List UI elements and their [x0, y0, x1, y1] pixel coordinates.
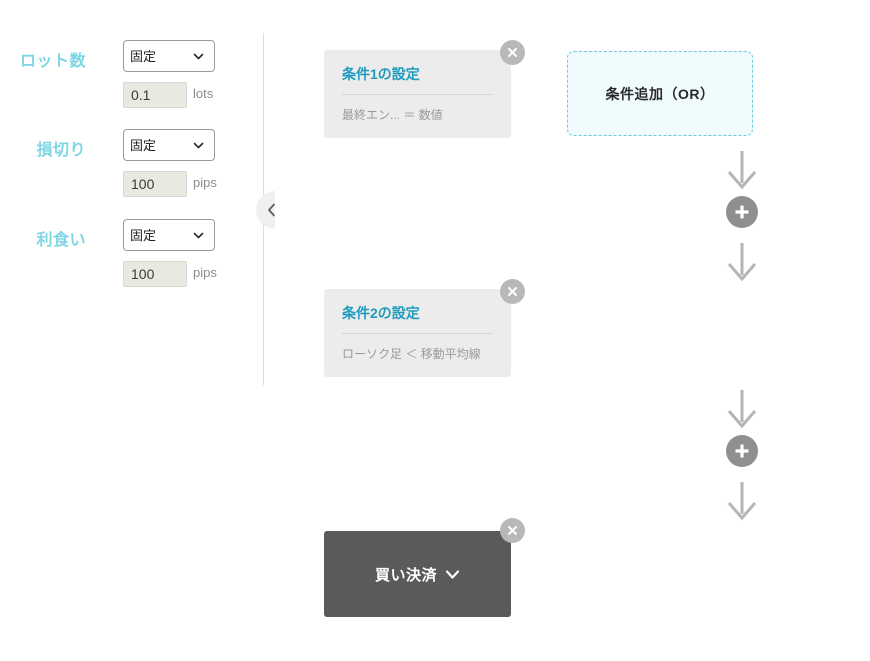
collapse-panel-button[interactable]	[256, 191, 275, 229]
param-row-take-profit: 利食い 固定 pips	[0, 219, 262, 297]
condition-card-1-title: 条件1の設定	[342, 66, 420, 82]
take-profit-unit: pips	[193, 265, 217, 280]
condition-card-1[interactable]: 条件1の設定 最終エン... ＝ 数値	[324, 50, 511, 138]
lot-size-mode-select[interactable]: 固定	[123, 40, 215, 72]
parameter-panel: ロット数 固定 lots 損切り 固定 pips 利食い 固	[0, 0, 262, 661]
take-profit-input[interactable]	[123, 261, 187, 287]
stop-loss-unit: pips	[193, 175, 217, 190]
condition-card-2[interactable]: 条件2の設定 ローソク足 ＜ 移動平均線	[324, 289, 511, 377]
chevron-down-icon[interactable]	[445, 569, 460, 580]
chevron-left-icon[interactable]	[265, 202, 279, 218]
add-condition-button[interactable]	[726, 196, 758, 228]
arrow-down-icon	[725, 481, 759, 522]
param-label-lot-size: ロット数	[19, 53, 86, 70]
condition-card-2-title: 条件2の設定	[342, 305, 420, 321]
order-action-card[interactable]: 買い決済	[324, 531, 511, 617]
param-label-stop-loss: 損切り	[36, 142, 86, 159]
stop-loss-input[interactable]	[123, 171, 187, 197]
remove-condition-2-button[interactable]	[500, 279, 525, 304]
card-divider	[342, 93, 493, 95]
remove-order-action-button[interactable]	[500, 518, 525, 543]
lot-size-input[interactable]	[123, 82, 187, 108]
connector-1	[716, 150, 768, 283]
param-row-lot-size: ロット数 固定 lots	[0, 40, 262, 118]
add-condition-button[interactable]	[726, 435, 758, 467]
param-label-take-profit: 利食い	[36, 232, 86, 249]
stop-loss-mode-select[interactable]: 固定	[123, 129, 215, 161]
connector-2	[716, 389, 768, 522]
condition-card-1-body: 最終エン... ＝ 数値	[342, 107, 443, 122]
arrow-down-icon	[725, 389, 759, 430]
arrow-down-icon	[725, 242, 759, 283]
order-action-label: 買い決済	[374, 566, 437, 584]
lot-size-unit: lots	[193, 86, 214, 101]
param-row-stop-loss: 損切り 固定 pips	[0, 129, 262, 207]
add-condition-or-button[interactable]: 条件追加（OR）	[567, 51, 753, 136]
close-icon	[506, 285, 519, 298]
take-profit-mode-select[interactable]: 固定	[123, 219, 215, 251]
strategy-flow: 条件1の設定 最終エン... ＝ 数値 条件2の設定 ローソク足 ＜ 移動平均線	[324, 0, 758, 661]
remove-condition-1-button[interactable]	[500, 40, 525, 65]
condition-card-2-body: ローソク足 ＜ 移動平均線	[342, 346, 481, 361]
add-condition-or-label: 条件追加（OR）	[605, 85, 715, 102]
arrow-down-icon	[725, 150, 759, 191]
close-icon	[506, 524, 519, 537]
card-divider	[342, 332, 493, 334]
close-icon	[506, 46, 519, 59]
